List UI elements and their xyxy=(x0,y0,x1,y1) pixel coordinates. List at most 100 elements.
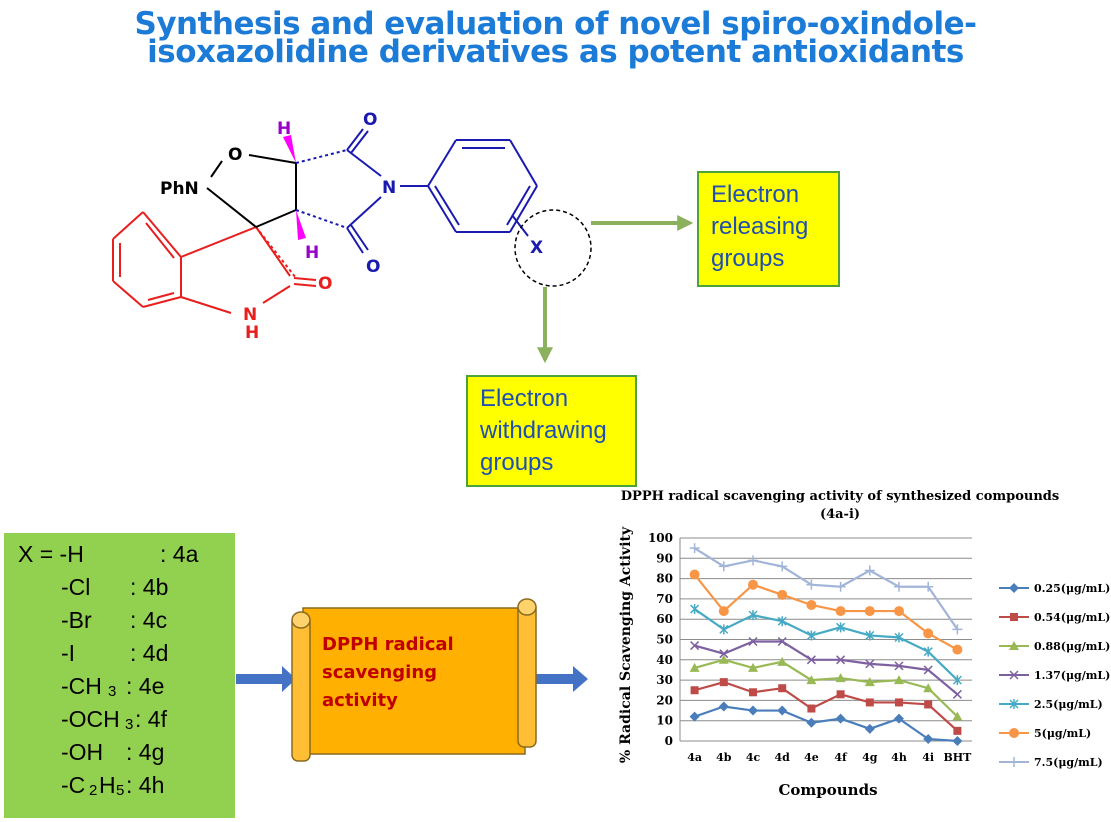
data-point xyxy=(894,632,904,643)
data-point xyxy=(836,622,846,633)
legend-label: 0.88(μg/mL) xyxy=(1034,640,1111,653)
data-point xyxy=(923,683,934,693)
substituent-x: -C xyxy=(61,772,86,798)
x-tick-label: 4a xyxy=(687,751,702,764)
legend-swatch xyxy=(999,670,1029,680)
substituent-x: -Br xyxy=(61,607,92,633)
data-point xyxy=(952,675,962,686)
dpph-scroll-label: DPPH radical scavenging activity xyxy=(322,631,454,715)
legend-swatch xyxy=(999,699,1029,709)
chart-title: DPPH radical scavenging activity of synt… xyxy=(620,489,1060,522)
y-tick-label: 20 xyxy=(656,693,673,707)
series-group xyxy=(690,604,962,686)
legend-label: 5(μg/mL) xyxy=(1034,727,1092,740)
page-title-line-2: isoxazolidine derivatives as potent anti… xyxy=(147,34,964,70)
data-point xyxy=(749,688,757,697)
y-tick-label: 60 xyxy=(656,612,673,626)
data-point xyxy=(953,726,962,735)
substituent-subscript: 2 xyxy=(89,782,98,799)
series-line xyxy=(694,680,959,732)
legend-label: 0.25(μg/mL) xyxy=(1034,582,1111,595)
x-tick-label: 4f xyxy=(834,751,848,764)
data-point xyxy=(836,655,846,665)
releasing-line-2: releasing xyxy=(711,213,809,240)
series-line xyxy=(694,658,959,718)
substituent-row: -OH : 4g xyxy=(18,739,235,772)
data-point xyxy=(748,636,758,647)
data-point xyxy=(806,630,816,641)
data-point xyxy=(806,717,817,728)
atom-phn: PhN xyxy=(160,179,199,199)
substituent-code: : 4c xyxy=(130,607,168,633)
substituent-code: : 4a xyxy=(160,541,199,567)
substituent-list-box: X = -H : 4a -Cl : 4b -Br : 4c -I : 4d -C… xyxy=(4,533,235,818)
substituent-subscript: 3 xyxy=(125,716,134,733)
legend-swatch xyxy=(999,641,1029,650)
substituent-code: : 4g xyxy=(126,739,165,765)
series-group xyxy=(690,678,962,735)
legend-swatch xyxy=(999,728,1029,738)
atom-nh-n: N xyxy=(243,305,257,325)
releasing-line-3: groups xyxy=(711,245,785,272)
substituent-code: : 4h xyxy=(126,772,165,798)
x-tick-label: 4b xyxy=(716,751,732,764)
substituent-row: -CH 3 : 4e xyxy=(18,673,235,706)
series-group xyxy=(690,636,962,699)
chart-series xyxy=(689,543,963,746)
legend-label: 1.37(μg/mL) xyxy=(1034,669,1111,682)
data-point xyxy=(777,705,788,716)
data-point xyxy=(719,678,728,687)
x-tick-label: 4i xyxy=(922,751,934,764)
data-point xyxy=(748,610,758,621)
data-point xyxy=(1009,757,1019,767)
legend-label: 2.5(μg/mL) xyxy=(1034,698,1103,711)
data-point xyxy=(864,565,875,576)
data-point xyxy=(1009,699,1019,709)
substituent-x: -CH xyxy=(61,673,102,699)
data-point xyxy=(865,659,875,669)
substituent-code: : 4d xyxy=(130,640,169,666)
substituent-x: -OCH xyxy=(61,706,120,732)
y-tick-label: 40 xyxy=(656,653,673,667)
data-point xyxy=(689,662,700,672)
data-point xyxy=(923,665,933,675)
substituent-row: -OCH 3 : 4f xyxy=(18,706,235,739)
x-tick-label: 4e xyxy=(804,751,819,764)
data-point xyxy=(748,555,758,566)
data-point xyxy=(923,646,933,657)
data-point xyxy=(923,733,934,744)
data-point xyxy=(1009,583,1019,593)
atom-nh-h: H xyxy=(245,323,259,343)
scroll-line-1: DPPH radical xyxy=(322,634,454,655)
data-point xyxy=(923,628,934,639)
atom-o-top: O xyxy=(363,110,377,130)
data-point xyxy=(777,561,788,572)
scroll-shape xyxy=(291,598,537,762)
data-point xyxy=(689,569,700,580)
data-point xyxy=(835,606,846,617)
substituent-code: : 4f xyxy=(135,706,167,732)
substituent-x: -OH xyxy=(61,739,104,765)
data-point xyxy=(690,604,700,615)
substituent-row: -Cl : 4b xyxy=(18,574,235,607)
series-line xyxy=(694,640,959,696)
legend-swatch xyxy=(999,757,1029,767)
atom-h-bottom: H xyxy=(305,243,319,263)
data-point xyxy=(690,641,700,651)
substituent-row: -I : 4d xyxy=(18,640,235,673)
series-line xyxy=(693,573,958,651)
series-group xyxy=(689,701,963,746)
x-tick-label: 4d xyxy=(775,751,791,764)
substituent-row: X = -H : 4a xyxy=(18,541,235,574)
data-point xyxy=(689,711,700,722)
data-point xyxy=(719,649,729,659)
blue-arrows xyxy=(236,666,588,692)
releasing-line-1: Electron xyxy=(711,181,800,208)
data-point xyxy=(777,616,787,627)
legend-label: 0.54(μg/mL) xyxy=(1034,611,1111,624)
data-point xyxy=(952,711,963,721)
